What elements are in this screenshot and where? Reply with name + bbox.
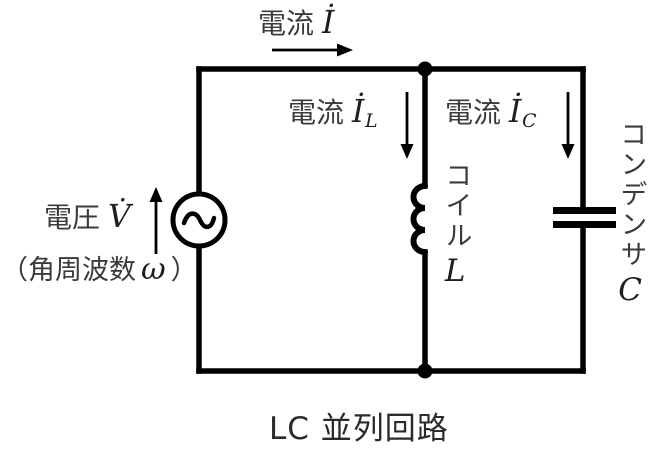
current-l-arrow-down-icon: [400, 92, 414, 159]
capacitor: [553, 207, 616, 228]
label-capacitor-symbol: C: [618, 272, 643, 308]
label-inductor: コイル L: [440, 161, 472, 289]
circuit-wires: [196, 66, 586, 374]
label-angular-frequency-symbol: ω: [141, 252, 166, 287]
current-arrow-right-icon: [272, 43, 353, 57]
junction-dot-top: [417, 61, 433, 77]
label-voltage-symbol: V̇: [108, 199, 131, 235]
label-voltage: 電圧 V̇: [44, 199, 131, 237]
voltage-arrow-up-icon: [149, 187, 163, 254]
label-capacitor: コンデンサ C: [615, 120, 647, 308]
diagram-caption: LC 並列回路: [262, 403, 456, 450]
ac-source: [170, 191, 228, 249]
label-voltage-text: 電圧: [44, 201, 101, 234]
label-current-inductor-text: 電流: [288, 96, 345, 129]
current-c-arrow-down-icon: [561, 92, 575, 159]
inductor-coil: [410, 183, 428, 255]
label-current-inductor-symbol: İL: [352, 94, 378, 133]
label-current-total-symbol: İ: [322, 5, 335, 41]
label-angular-frequency: （角周波数 ω ）: [1, 252, 198, 288]
sine-wave-icon: [181, 211, 217, 230]
label-current-capacitor-text: 電流: [445, 96, 502, 129]
label-current-capacitor-symbol: İC: [509, 94, 537, 133]
label-current-inductor: 電流 İL: [288, 94, 378, 133]
direction-arrows: [149, 43, 575, 254]
junction-dot-bottom: [417, 363, 433, 379]
label-angular-frequency-open: （角周波数: [1, 255, 136, 286]
label-current-capacitor: 電流 İC: [445, 94, 537, 133]
label-current-total: 電流 İ: [258, 5, 334, 43]
label-capacitor-name: コンデンサ: [615, 120, 647, 270]
label-inductor-name: コイル: [440, 161, 472, 251]
label-inductor-symbol: L: [444, 253, 466, 289]
label-current-total-text: 電流: [258, 7, 315, 40]
label-angular-frequency-close: ）: [170, 255, 198, 286]
